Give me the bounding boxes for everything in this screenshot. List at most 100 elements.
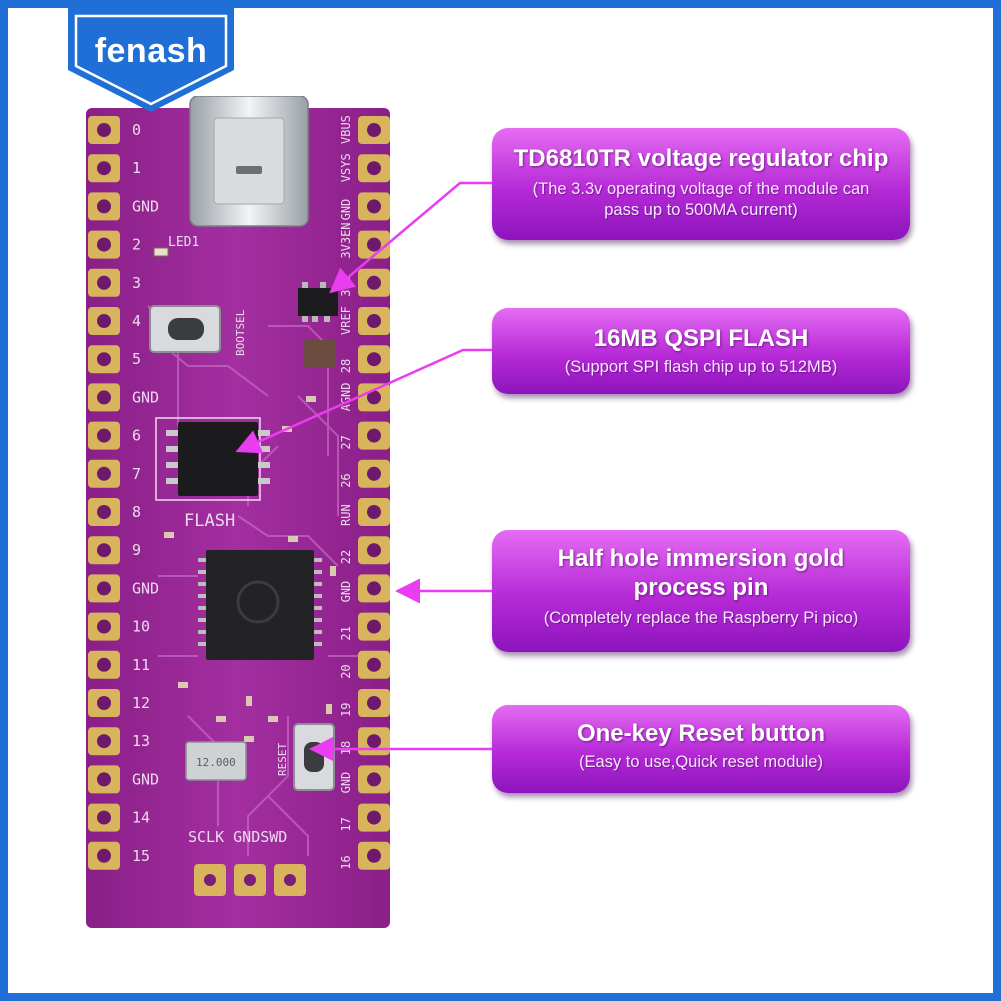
right-pin-7	[358, 383, 390, 412]
left-pin-label-14: 11	[132, 656, 150, 674]
left-pin-9	[88, 459, 120, 488]
left-pin-label-4: 3	[132, 274, 141, 292]
left-pin-17	[88, 765, 120, 794]
left-pin-label-1: 1	[132, 159, 141, 177]
right-pin-label-2: GND	[339, 199, 353, 221]
left-pin-15	[88, 689, 120, 717]
right-pin-13	[358, 612, 390, 641]
brand-name: fenash	[94, 32, 208, 70]
callout-voltage-regulator: TD6810TR voltage regulator chip (The 3.3…	[492, 128, 910, 240]
led1	[153, 247, 169, 257]
left-pin-1	[88, 154, 120, 183]
callout-qspi-flash: 16MB QSPI FLASH (Support SPI flash chip …	[492, 308, 910, 394]
flash-label: FLASH	[184, 511, 235, 531]
left-pin-6	[88, 345, 120, 374]
left-pin-12	[88, 574, 120, 603]
right-pin-8	[358, 421, 390, 450]
right-pin-6	[358, 345, 390, 374]
right-pin-label-5: VREF	[339, 306, 353, 335]
right-pin-label-3: 3V3EN	[339, 222, 353, 258]
crystal-oscillator: 12.000	[185, 741, 247, 781]
left-pin-14	[88, 650, 120, 679]
voltage-regulator-chip	[298, 282, 338, 322]
right-pin-3	[358, 230, 390, 259]
reset-button[interactable]	[293, 723, 335, 791]
right-pin-label-10: RUN	[339, 504, 353, 526]
right-pin-label-14: 20	[339, 664, 353, 678]
left-pin-label-10: 8	[132, 503, 141, 521]
left-pin-label-11: 9	[132, 541, 141, 559]
right-pin-label-15: 19	[339, 703, 353, 717]
bootsel-button[interactable]	[149, 305, 221, 353]
right-pin-label-1: VSYS	[339, 153, 353, 182]
right-pin-label-0: VBUS	[339, 115, 353, 144]
left-pin-0	[88, 116, 120, 144]
debug-pads	[194, 864, 306, 896]
left-pin-4	[88, 268, 120, 297]
right-pin-11	[358, 536, 390, 565]
right-pin-14	[358, 650, 390, 679]
left-pin-label-15: 12	[132, 694, 150, 712]
led-label: LED1	[168, 235, 199, 250]
rp2040-chip	[198, 550, 322, 660]
right-pin-label-19: 16	[339, 855, 353, 869]
left-pin-5	[88, 307, 120, 335]
right-pin-19	[358, 841, 390, 870]
left-pin-label-8: 6	[132, 427, 141, 445]
right-pin-label-16: 18	[339, 741, 353, 755]
left-pin-3	[88, 230, 120, 259]
left-pin-label-16: 13	[132, 732, 150, 750]
debug-label: SCLK GNDSWD	[188, 828, 287, 846]
svg-text:12.000: 12.000	[196, 756, 236, 769]
right-pin-label-6: 28	[339, 359, 353, 373]
right-pin-0	[358, 116, 390, 144]
right-pin-9	[358, 459, 390, 488]
right-pin-label-4: 3V3	[339, 275, 353, 297]
left-pin-label-2: GND	[132, 197, 159, 215]
right-pin-label-9: 26	[339, 473, 353, 487]
left-pin-label-6: 5	[132, 350, 141, 368]
pcb-board: LED1 BOOTSEL FLAS	[86, 96, 390, 928]
left-pin-label-9: 7	[132, 465, 141, 483]
right-pin-15	[358, 689, 390, 717]
left-pin-16	[88, 727, 120, 756]
callout-gold-pin: Half hole immersion gold process pin (Co…	[492, 530, 910, 652]
right-pin-4	[358, 268, 390, 297]
right-pin-label-12: GND	[339, 581, 353, 603]
inductor	[304, 340, 336, 368]
left-pin-2	[88, 192, 120, 221]
right-pin-label-17: GND	[339, 772, 353, 794]
left-pin-label-17: GND	[132, 770, 159, 788]
right-pin-17	[358, 765, 390, 794]
product-image-frame: LED1 BOOTSEL FLAS	[8, 8, 993, 993]
right-pin-5	[358, 307, 390, 335]
left-pin-11	[88, 536, 120, 565]
callout-reset-button: One-key Reset button (Easy to use,Quick …	[492, 705, 910, 793]
left-pin-label-18: 14	[132, 809, 150, 827]
right-pin-16	[358, 727, 390, 756]
left-pin-10	[88, 498, 120, 526]
left-pin-13	[88, 612, 120, 641]
right-pin-12	[358, 574, 390, 603]
left-pin-label-5: 4	[132, 312, 141, 330]
right-pin-18	[358, 803, 390, 832]
left-pin-18	[88, 803, 120, 832]
right-pin-label-11: 22	[339, 550, 353, 564]
left-pin-label-19: 15	[132, 847, 150, 865]
right-pin-2	[358, 192, 390, 221]
reset-label: RESET	[276, 743, 289, 776]
brand-tag: fenash	[68, 8, 234, 116]
usb-c-connector	[189, 96, 309, 227]
right-pin-1	[358, 154, 390, 183]
left-pin-label-0: 0	[132, 121, 141, 139]
left-pin-label-13: 10	[132, 618, 150, 636]
left-pin-7	[88, 383, 120, 412]
left-pin-label-7: GND	[132, 388, 159, 406]
right-pin-label-13: 21	[339, 626, 353, 640]
right-pin-label-7: AGND	[339, 382, 353, 411]
bootsel-label: BOOTSEL	[234, 309, 247, 356]
right-pin-label-18: 17	[339, 817, 353, 831]
left-pin-8	[88, 421, 120, 450]
right-pin-label-8: 27	[339, 435, 353, 449]
